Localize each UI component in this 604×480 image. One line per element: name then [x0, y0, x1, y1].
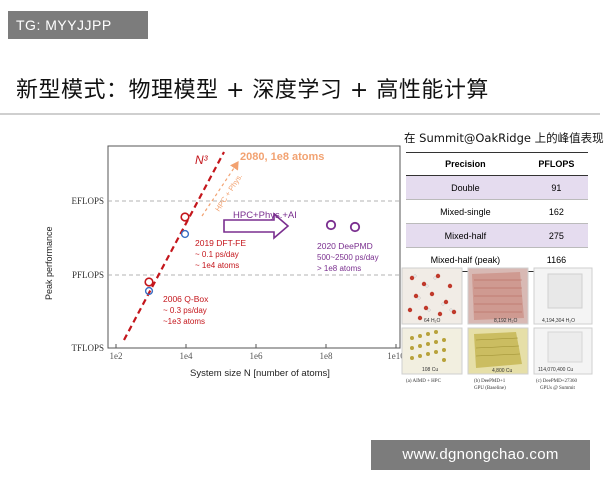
ann-2019-size: ~ 1e4 atoms — [195, 261, 239, 270]
col-header-pflops: PFLOPS — [524, 152, 588, 176]
col-header-precision: Precision — [406, 152, 525, 176]
label-4800-cu: 4,800 Cu — [492, 368, 513, 374]
ann-2019-title: 2019 DFT-FE — [195, 238, 246, 248]
point-2019-red — [180, 212, 190, 222]
summit-panel: 在 Summit@OakRidge 上的峰值表现 Precision PFLOP… — [398, 124, 604, 394]
point-2006-red — [144, 277, 154, 287]
precision-table: Precision PFLOPS Double 91 Mixed-single … — [406, 152, 588, 272]
label-108-cu: 108 Cu — [422, 367, 438, 373]
caption-c-line1: (c) DeePMD+27360 — [536, 379, 578, 384]
point-2020-a — [325, 219, 337, 231]
caption-b-line1: (b) DeePMD+1 — [474, 379, 506, 384]
render-4194304-h2o: 4,194,304 H₂O — [533, 267, 593, 325]
caption-b-line2: GPU (Baseline) — [474, 386, 506, 391]
simulation-renders: 64 H₂O 8,192 H₂O 4,194,304 H₂O — [401, 267, 593, 391]
target-2080-label: 2080, 1e8 atoms — [240, 151, 324, 163]
ann-2006-size: ~1e3 atoms — [163, 317, 205, 326]
cell-pflops: 275 — [524, 223, 588, 248]
plot-frame — [107, 145, 401, 349]
y-tick-eflops: EFLOPS — [71, 196, 104, 206]
table-row: Double 91 — [406, 175, 588, 200]
render-4800-cu: 4,800 Cu — [467, 327, 529, 375]
channel-tag: TG: MYYJJPP — [8, 11, 148, 39]
cell-precision: Mixed-half — [406, 223, 525, 248]
ann-2020-title: 2020 DeePMD — [317, 241, 373, 251]
x-axis-label: System size N [number of atoms] — [190, 368, 330, 379]
ann-2020-size: > 1e8 atoms — [317, 264, 361, 273]
cell-pflops: 91 — [524, 175, 588, 200]
label-8192-h2o: 8,192 H₂O — [494, 318, 517, 324]
y-tick-pflops: PFLOPS — [72, 270, 104, 280]
performance-chart: EFLOPS PFLOPS TFLOPS 1e2 1e4 1e6 1e8 1e1… — [38, 128, 408, 388]
label-4194304-h2o: 4,194,304 H₂O — [542, 318, 575, 324]
x-tick-1e4: 1e4 — [180, 351, 193, 361]
x-tick-1e10: 1e10 — [387, 351, 405, 361]
cell-precision: Mixed-single — [406, 199, 525, 224]
caption-a: (a) AIMD + HPC — [406, 379, 442, 384]
cell-precision: Double — [406, 175, 525, 200]
n3-trend-line — [123, 151, 225, 341]
cell-pflops: 162 — [524, 199, 588, 224]
render-64-h2o: 64 H₂O — [401, 267, 463, 325]
ann-2006-speed: ~ 0.3 ps/day — [163, 306, 207, 315]
website-watermark: www.dgnongchao.com — [371, 440, 590, 470]
y-tick-tflops: TFLOPS — [71, 343, 104, 353]
point-2006-blue — [144, 286, 154, 296]
table-header-row: Precision PFLOPS — [406, 152, 588, 176]
title-divider — [0, 113, 600, 115]
caption-c-line2: GPUs @ Summit — [540, 386, 576, 391]
table-title: 在 Summit@OakRidge 上的峰值表现 — [404, 131, 604, 145]
point-2020-b — [349, 221, 361, 233]
label-114070400-cu: 114,070,400 Cu — [538, 367, 573, 373]
x-tick-1e6: 1e6 — [250, 351, 263, 361]
table-row: Mixed-half 275 — [406, 223, 588, 248]
n3-label: N³ — [195, 153, 209, 167]
label-64-h2o: 64 H₂O — [424, 318, 441, 324]
slide-title: 新型模式：物理模型 + 深度学习 + 高性能计算 — [16, 78, 489, 103]
performance-chart-svg: EFLOPS PFLOPS TFLOPS 1e2 1e4 1e6 1e8 1e1… — [44, 145, 405, 379]
hpc-phys-ai-arrow — [223, 212, 290, 240]
hpc-phys-arrow — [201, 161, 239, 217]
ann-2019-speed: ~ 0.1 ps/day — [195, 250, 239, 259]
hpc-phys-label: HPC + Phys. — [213, 172, 244, 213]
table-row: Mixed-single 162 — [406, 199, 588, 224]
y-axis-label: Peak performance — [44, 226, 54, 300]
x-tick-1e8: 1e8 — [320, 351, 333, 361]
point-2019-blue — [180, 229, 190, 239]
x-tick-1e2: 1e2 — [110, 351, 123, 361]
ann-2006-title: 2006 Q-Box — [163, 294, 209, 304]
render-108-cu: 108 Cu — [401, 327, 463, 375]
render-114070400-cu: 114,070,400 Cu — [533, 327, 593, 375]
ann-2020-speed: 500~2500 ps/day — [317, 253, 379, 262]
hpc-phys-ai-label: HPC+Phys.+AI — [233, 210, 297, 221]
render-8192-h2o: 8,192 H₂O — [467, 267, 529, 325]
